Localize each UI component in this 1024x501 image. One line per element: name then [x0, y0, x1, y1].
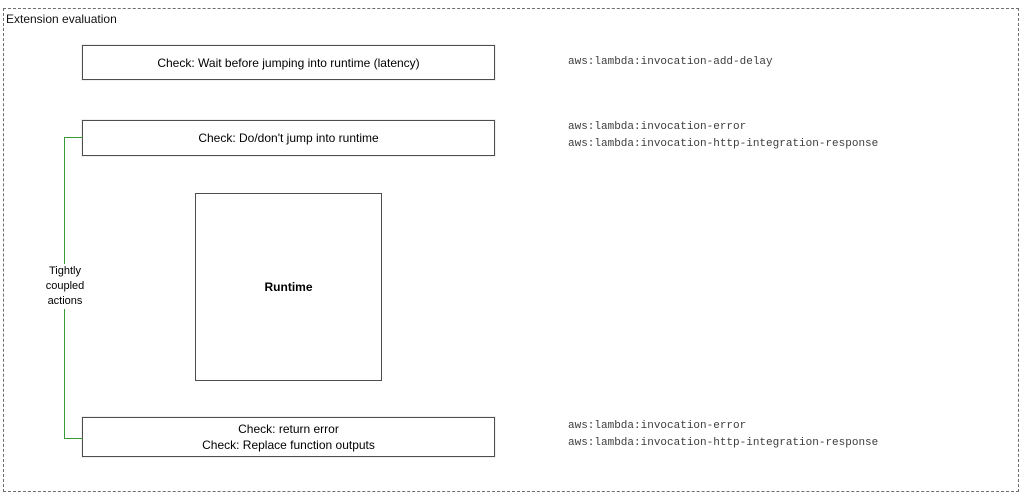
annotation-line: aws:lambda:invocation-error — [568, 121, 747, 133]
annotation-invocation-error-response-bottom: aws:lambda:invocation-error aws:lambda:i… — [568, 418, 878, 452]
connector-label-line: coupled — [45, 280, 85, 292]
extension-evaluation-group: Extension evaluation — [3, 8, 1019, 492]
runtime-box: Runtime — [195, 193, 382, 381]
connector-label-line: Tightly — [49, 265, 81, 277]
annotation-invocation-add-delay: aws:lambda:invocation-add-delay — [568, 54, 773, 71]
tightly-coupled-label: Tightly coupled actions — [36, 264, 94, 309]
check-box-label: Check: Wait before jumping into runtime … — [157, 55, 420, 70]
annotation-line: aws:lambda:invocation-http-integration-r… — [568, 437, 879, 449]
check-box-do-dont-jump: Check: Do/don't jump into runtime — [82, 120, 495, 156]
group-title: Extension evaluation — [6, 12, 117, 26]
annotation-invocation-error-response: aws:lambda:invocation-error aws:lambda:i… — [568, 119, 878, 153]
runtime-label: Runtime — [264, 280, 313, 294]
check-box-label: Check: return error — [238, 422, 339, 436]
annotation-line: aws:lambda:invocation-http-integration-r… — [568, 138, 879, 150]
check-box-label: Check: Do/don't jump into runtime — [198, 131, 379, 145]
check-box-label: Check: Replace function outputs — [202, 438, 375, 452]
annotation-line: aws:lambda:invocation-add-delay — [568, 56, 773, 68]
connector-label-line: actions — [47, 295, 83, 307]
check-box-wait-before-runtime: Check: Wait before jumping into runtime … — [82, 45, 495, 80]
annotation-line: aws:lambda:invocation-error — [568, 420, 747, 432]
check-box-return-error: Check: return error Check: Replace funct… — [82, 417, 495, 457]
